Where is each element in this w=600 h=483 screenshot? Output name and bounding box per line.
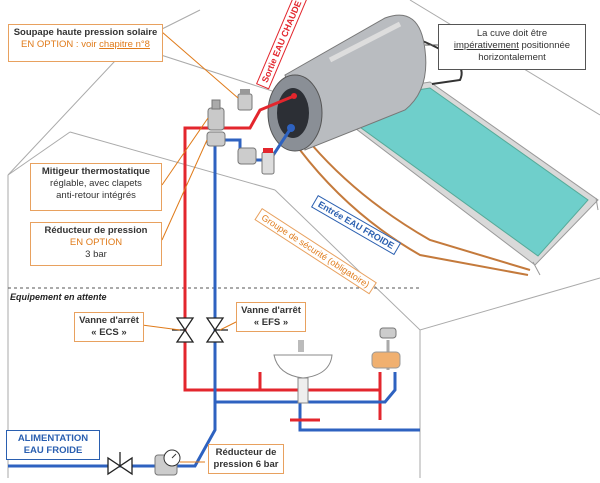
- label-solar-valve-title: Soupape haute pression solaire: [13, 27, 158, 38]
- label-valve-efs-sub: « EFS »: [253, 317, 289, 328]
- label-reducer-6bar-line1: Réducteur de: [215, 447, 277, 458]
- valve-efs: [205, 317, 228, 343]
- note-tank: La cuve doit être impérativement positio…: [438, 24, 586, 70]
- shower: [371, 327, 401, 370]
- leader-lines: [141, 31, 241, 463]
- label-supply: ALIMENTATION EAU FROIDE: [6, 430, 100, 460]
- label-mixer-line1: réglable, avec clapets: [50, 178, 142, 189]
- label-solar-valve: Soupape haute pression solaire EN OPTION…: [8, 24, 163, 62]
- label-reducer-6bar-line2: pression 6 bar: [213, 459, 279, 470]
- valve-supply: [107, 452, 133, 476]
- label-reducer: Réducteur de pression EN OPTION 3 bar: [30, 222, 162, 266]
- cold-supply-pipe: [8, 372, 397, 468]
- label-mixer-title: Mitigeur thermostatique: [41, 166, 151, 177]
- label-waiting-equipment: Equipement en attente: [10, 292, 107, 302]
- label-solar-valve-option: EN OPTION : voir chapitre n°8: [21, 39, 150, 50]
- label-reducer-value: 3 bar: [85, 249, 107, 260]
- copper-pipe-2: [299, 149, 529, 276]
- solar-valve: [237, 89, 253, 111]
- label-valve-efs: Vanne d'arrêt « EFS »: [236, 302, 306, 332]
- valve-ecs: [172, 317, 195, 343]
- label-mixer-line2: anti-retour intégrés: [56, 190, 136, 201]
- label-valve-ecs-sub: « ECS »: [91, 327, 127, 338]
- label-valve-ecs-title: Vanne d'arrêt: [79, 315, 139, 326]
- washbasin: [273, 340, 333, 404]
- note-line4: horizontalement: [478, 52, 546, 63]
- pressure-reducer-6bar: [154, 449, 181, 476]
- label-supply-line1: ALIMENTATION: [17, 433, 89, 444]
- safety-group: [237, 147, 275, 175]
- copper-pipe: [311, 144, 531, 271]
- house-outline: [7, 0, 600, 478]
- label-reducer-6bar: Réducteur de pression 6 bar: [208, 444, 284, 474]
- chapter-link[interactable]: chapitre n°8: [99, 39, 150, 50]
- label-reducer-option: EN OPTION: [69, 237, 123, 248]
- note-line1: La cuve doit être: [476, 28, 548, 39]
- note-line2: impérativement: [453, 40, 519, 51]
- note-line3: positionnée: [521, 40, 571, 51]
- label-valve-ecs: Vanne d'arrêt « ECS »: [74, 312, 144, 342]
- storage-tank: [267, 14, 427, 152]
- label-valve-efs-title: Vanne d'arrêt: [241, 305, 301, 316]
- label-mixer: Mitigeur thermostatique réglable, avec c…: [30, 163, 162, 211]
- label-reducer-title: Réducteur de pression: [44, 225, 148, 236]
- label-supply-line2: EAU FROIDE: [23, 445, 83, 456]
- pressure-reducer-3bar: [206, 131, 226, 147]
- thermostatic-mixer: [207, 99, 225, 131]
